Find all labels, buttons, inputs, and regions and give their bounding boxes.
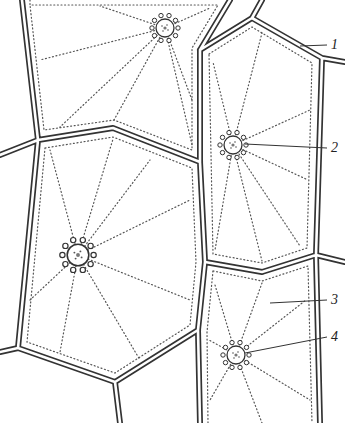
nucleus xyxy=(60,13,251,369)
leader-line xyxy=(245,45,327,353)
callout-number: 2 xyxy=(331,140,338,156)
callout-number: 4 xyxy=(331,329,338,345)
cytoplasm xyxy=(27,0,312,423)
callout-number: 3 xyxy=(331,292,338,308)
callout-number: 1 xyxy=(331,37,338,53)
